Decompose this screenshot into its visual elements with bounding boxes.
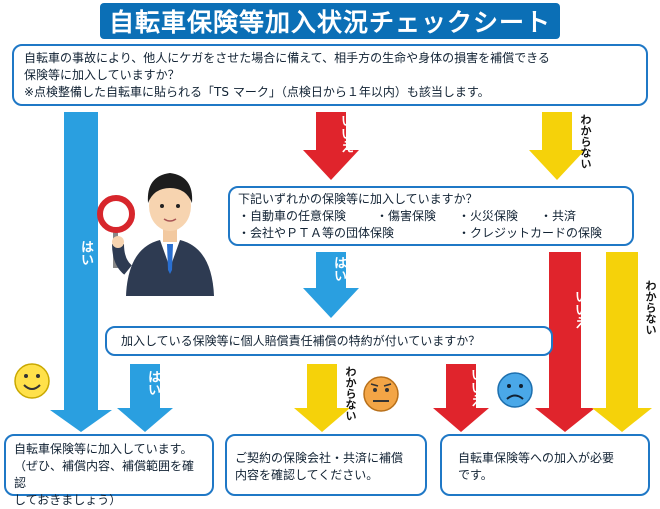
result-required-box: 自転車保険等への加入が必要 です。: [440, 434, 650, 496]
result-insured-box: 自転車保険等に加入しています。 （ぜひ、補償内容、補償範囲を確認 しておきましょ…: [4, 434, 214, 507]
unknown-arrow-q1: [529, 112, 585, 180]
smile-face-icon: [14, 363, 50, 399]
question-2-item: ・共済: [540, 209, 577, 223]
yes-arrow-q1: [50, 112, 112, 432]
question-1-line-1: 自転車の事故により、他人にケガをさせた場合に備えて、相手方の生命や身体の損害を補…: [24, 51, 550, 65]
question-2-item: ・会社やＰＴＡ等の団体保険: [238, 226, 395, 240]
sad-face-icon: [497, 372, 533, 408]
worried-face-icon: [363, 376, 399, 412]
yes-arrow-q3: [117, 364, 173, 432]
question-2-items-row-2: ・会社やＰＴＡ等の団体保険 ・クレジットカードの保険: [238, 225, 624, 242]
result-required-line-1: 自転車保険等への加入が必要: [458, 451, 615, 465]
question-1-line-2: 保険等に加入していますか？: [24, 68, 180, 82]
yes-label-q2: はい: [331, 256, 346, 282]
question-2-line-1: 下記いずれかの保険等に加入していますか？: [238, 192, 478, 206]
unknown-label-q2: わからない: [644, 280, 657, 335]
yes-label-q3: はい: [145, 370, 160, 396]
question-3-text: 加入している保険等に個人賠償責任補償の特約が付いていますか？: [121, 334, 481, 348]
question-2-item: ・傷害保険: [376, 209, 437, 223]
no-label-q2: いいえ: [572, 290, 587, 329]
question-1-note: ※点検整備した自転車に貼られる「TS マーク」（点検日から１年以内）も該当します…: [24, 85, 490, 99]
question-1-box: 自転車の事故により、他人にケガをさせた場合に備えて、相手方の生命や身体の損害を補…: [12, 44, 648, 106]
yes-label-q1: はい: [78, 240, 93, 266]
result-confirm-line-2: 内容を確認してください。: [235, 468, 379, 482]
result-confirm-box: ご契約の保険会社・共済に補償 内容を確認してください。: [225, 434, 427, 496]
page-title: 自転車保険等加入状況チェックシート: [100, 3, 560, 39]
question-2-box: 下記いずれかの保険等に加入していますか？ ・自動車の任意保険 ・傷害保険 ・火災…: [228, 186, 634, 246]
question-2-item: ・自動車の任意保険: [238, 209, 347, 223]
result-insured-line-2: （ぜひ、補償内容、補償範囲を確認: [14, 459, 195, 490]
question-2-item: ・クレジットカードの保険: [458, 226, 603, 240]
question-2-items-row-1: ・自動車の任意保険 ・傷害保険 ・火災保険 ・共済: [238, 208, 624, 225]
no-arrow-q1: [303, 112, 359, 180]
result-required-line-2: です。: [458, 468, 493, 482]
unknown-arrow-q2: [592, 252, 652, 432]
question-3-box: 加入している保険等に個人賠償責任補償の特約が付いていますか？: [105, 326, 553, 356]
question-2-item: ・火災保険: [458, 209, 519, 223]
result-insured-line-1: 自転車保険等に加入しています。: [14, 442, 193, 456]
result-confirm-line-1: ご契約の保険会社・共済に補償: [235, 451, 404, 465]
businessman-icon: [112, 173, 214, 296]
yes-arrow-q2: [303, 252, 359, 318]
result-insured-line-3: しておきましょう）: [14, 493, 122, 507]
no-label-q1: いいえ: [338, 114, 353, 153]
no-arrow-q3: [433, 364, 489, 432]
unknown-label-q1: わからない: [579, 114, 592, 169]
no-arrow-q2: [535, 252, 595, 432]
no-label-q3: いいえ: [468, 368, 483, 407]
unknown-arrow-q3: [294, 364, 350, 432]
unknown-label-q3: わからない: [344, 366, 357, 421]
